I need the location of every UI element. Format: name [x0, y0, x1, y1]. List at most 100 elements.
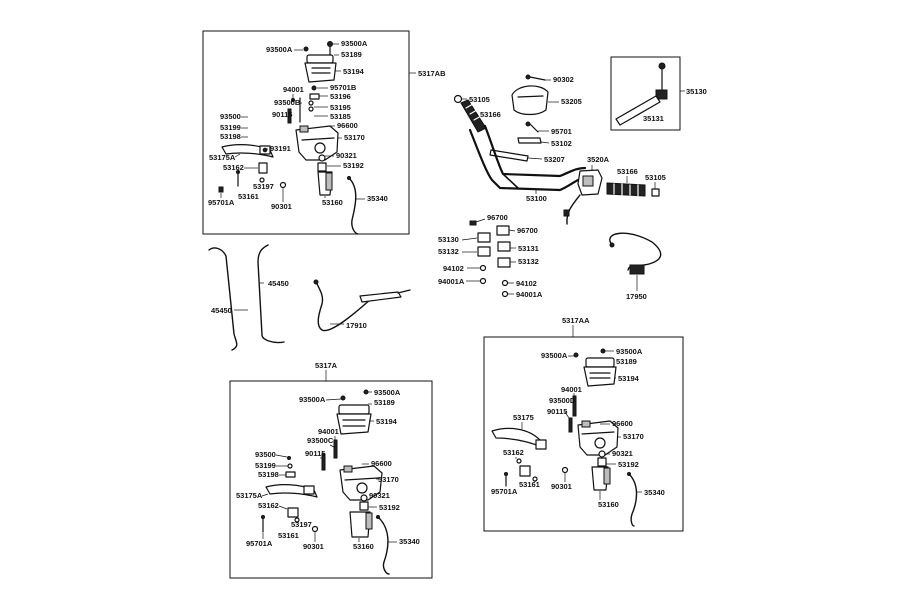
part-label: 53199 [255, 461, 276, 470]
part-label: 90115 [272, 110, 292, 119]
part-label: 93500A [541, 351, 568, 360]
part-label: 53160 [598, 500, 619, 509]
part-label: 53194 [376, 417, 398, 426]
part-label: 93500D [549, 396, 576, 405]
part-label: 90301 [303, 542, 324, 551]
part-label: 94001A [516, 290, 543, 299]
group-5317ab-drawing [218, 41, 359, 235]
part-label: 53192 [618, 460, 639, 469]
part-label: 90302 [553, 75, 574, 84]
assembly-35130-label: 35130 [686, 87, 707, 96]
part-label: 53170 [344, 133, 365, 142]
part-label: 93500 [255, 450, 276, 459]
part-label: 35340 [399, 537, 420, 546]
part-label: 53199 [220, 123, 241, 132]
part-label: 53195 [330, 103, 351, 112]
part-label: 53105 [645, 173, 666, 182]
part-label: 90115 [547, 407, 567, 416]
part-label: 94001 [561, 385, 582, 394]
part-label: 45450 [211, 306, 232, 315]
part-label: 93500A [616, 347, 643, 356]
assembly-5317aa-label: 5317AA [562, 316, 590, 325]
part-label: 53160 [353, 542, 374, 551]
part-label: 53161 [278, 531, 299, 540]
part-label: 94102 [516, 279, 537, 288]
cables-drawing [208, 244, 411, 351]
part-label: 96700 [487, 213, 508, 222]
part-label: 53196 [330, 92, 351, 101]
part-label: 96600 [337, 121, 358, 130]
part-label: 90321 [612, 449, 633, 458]
group-5317ab-labels: 93500A 93500A 53189 53194 94001 95701B 9… [208, 39, 388, 211]
part-label: 53192 [343, 161, 364, 170]
part-label: 95701A [246, 539, 273, 548]
part-label: 90321 [336, 151, 357, 160]
part-label: 90301 [551, 482, 572, 491]
part-label: 93500A [299, 395, 326, 404]
part-label: 94001A [438, 277, 465, 286]
part-label: 94001 [318, 427, 339, 436]
part-label: 53166 [617, 167, 638, 176]
part-label: 93500B [274, 98, 301, 107]
part-label: 93500A [341, 39, 368, 48]
assembly-5317aa-frame [483, 336, 684, 532]
part-label: 53160 [322, 198, 343, 207]
part-label: 35131 [643, 114, 664, 123]
part-label: 53207 [544, 155, 565, 164]
part-label: 90301 [271, 202, 292, 211]
part-label: 17910 [346, 321, 367, 330]
part-label: 93500A [374, 388, 401, 397]
part-label: 96700 [517, 226, 538, 235]
part-label: 53175 [513, 413, 534, 422]
part-label: 35340 [644, 488, 665, 497]
part-label: 90115 [305, 449, 325, 458]
part-label: 53102 [551, 139, 572, 148]
assembly-5317ab-frame [202, 30, 410, 235]
group-5317a-labels: 93500A 93500A 53189 53194 94001 93500C 9… [236, 388, 420, 551]
assembly-5317ab-label: 5317AB [418, 69, 446, 78]
part-label: 90321 [369, 491, 390, 500]
part-label: 96600 [612, 419, 633, 428]
assembly-35130-frame [610, 56, 681, 131]
part-label: 53162 [503, 448, 524, 457]
part-label: 53162 [258, 501, 279, 510]
handlebar-labels: 90302 53105 53205 53166 95701 53102 5320… [438, 75, 666, 301]
part-label: 53175A [236, 491, 263, 500]
part-label: 53189 [341, 50, 362, 59]
handlebar-drawing [453, 74, 662, 298]
part-label: 53130 [438, 235, 459, 244]
part-label: 53205 [561, 97, 582, 106]
part-label: 93500C [307, 436, 334, 445]
part-label: 45450 [268, 279, 289, 288]
part-label: 53175A [209, 153, 236, 162]
group-5317aa-drawing [491, 348, 638, 527]
part-label: 3520A [587, 155, 610, 164]
assembly-5317a-frame [229, 380, 433, 579]
part-label: 53170 [623, 432, 644, 441]
part-label: 53132 [518, 257, 539, 266]
part-label: 95701A [491, 487, 518, 496]
part-label: 53197 [253, 182, 274, 191]
part-label: 53170 [378, 475, 399, 484]
part-label: 53161 [238, 192, 259, 201]
part-label: 94102 [443, 264, 464, 273]
part-label: 93500A [266, 45, 293, 54]
part-label: 53194 [618, 374, 640, 383]
part-label: 95701A [208, 198, 235, 207]
cables-labels: 45450 45450 17910 [211, 279, 367, 330]
part-label: 93191 [270, 144, 291, 153]
part-label: 95701B [330, 83, 357, 92]
assembly-5317a-label: 5317A [315, 361, 338, 370]
part-label: 95701 [551, 127, 572, 136]
part-label: 53105 [469, 95, 490, 104]
part-label: 94001 [283, 85, 304, 94]
part-label: 53100 [526, 194, 547, 203]
part-label: 53189 [616, 357, 637, 366]
part-label: 53194 [343, 67, 365, 76]
throttle-drawing: 35131 [615, 62, 668, 126]
part-label: 53198 [220, 132, 241, 141]
part-label: 35340 [367, 194, 388, 203]
group-5317aa-labels: 93500A 93500A 53189 53194 94001 93500D 9… [491, 347, 665, 509]
part-label: 53189 [374, 398, 395, 407]
